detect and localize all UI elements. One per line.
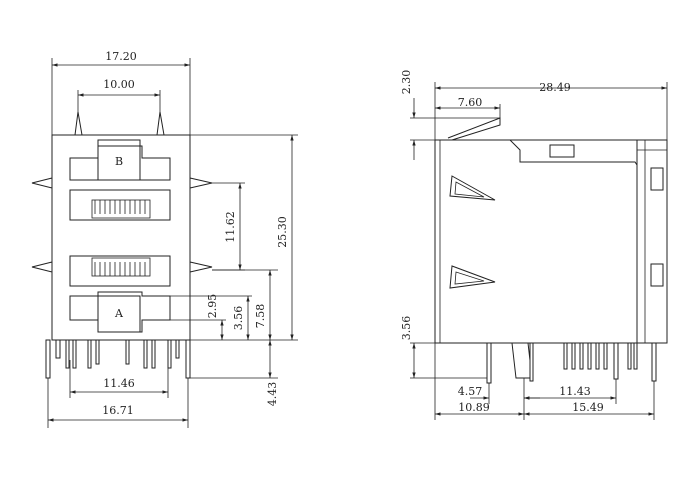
dim-height-upper-label: 11.62 [224, 211, 237, 243]
dim-overall-length-label: 28.49 [539, 81, 571, 94]
port-a-label: A [114, 307, 124, 320]
dim-tab-length [435, 104, 501, 118]
front-top-post-right [156, 111, 165, 136]
front-pins [45, 339, 191, 379]
dim-top-offset-label: 2.30 [400, 70, 413, 95]
dim-1143 [524, 379, 617, 404]
front-body-outline [51, 134, 191, 341]
dim-width-top-label: 17.20 [105, 50, 137, 63]
side-pins [486, 342, 657, 384]
dim-pin-height [410, 342, 487, 379]
dim-pin-span-label: 11.46 [103, 377, 135, 390]
dim-height-total [190, 134, 298, 341]
dim-height-total-label: 25.30 [276, 216, 289, 248]
side-top-window [549, 144, 575, 158]
dim-443-label: 4.43 [266, 382, 279, 407]
dim-width-bottom-label: 16.71 [102, 404, 134, 417]
dim-overall-length [434, 82, 668, 140]
dim-1143-label: 11.43 [559, 385, 591, 398]
dim-inner-width-label: 10.00 [103, 78, 135, 91]
front-latch-upper-left [31, 177, 53, 189]
side-spring-lower [449, 265, 496, 289]
front-view: B A [31, 50, 298, 428]
dim-295-label: 2.95 [206, 294, 219, 319]
dim-pin-height-label: 3.56 [400, 316, 413, 341]
dim-1089 [434, 343, 525, 420]
side-spring-upper [449, 175, 496, 201]
side-top-tab [447, 117, 501, 141]
dim-inner-width [77, 90, 161, 112]
side-view: 2.30 28.49 7.60 3.56 4.57 [400, 70, 668, 420]
front-top-post-left [74, 111, 83, 136]
dim-356-front [170, 295, 252, 340]
dim-457-label: 4.57 [458, 385, 483, 398]
port-a [69, 255, 171, 333]
dim-295 [170, 319, 226, 340]
side-body-outline [434, 139, 638, 344]
front-latch-upper-right [189, 177, 213, 189]
dim-1549 [524, 381, 655, 420]
front-latch-lower-right [189, 261, 213, 273]
dim-tab-length-label: 7.60 [458, 96, 483, 109]
dim-top-offset [410, 98, 500, 160]
dim-width-top [51, 58, 191, 135]
port-b [69, 139, 171, 221]
port-b-label: B [115, 155, 123, 168]
dim-pin-span [69, 360, 169, 398]
dim-758 [212, 269, 278, 340]
side-rear-latch-upper [650, 167, 664, 191]
side-rear-latch-lower [650, 263, 664, 287]
dim-758-label: 7.58 [254, 304, 267, 329]
dim-1089-label: 10.89 [458, 401, 490, 414]
dim-443 [190, 340, 278, 379]
dim-356-front-label: 3.56 [232, 306, 245, 331]
dim-width-bottom [47, 378, 189, 428]
front-latch-lower-left [31, 261, 53, 273]
dim-1549-label: 15.49 [572, 401, 604, 414]
